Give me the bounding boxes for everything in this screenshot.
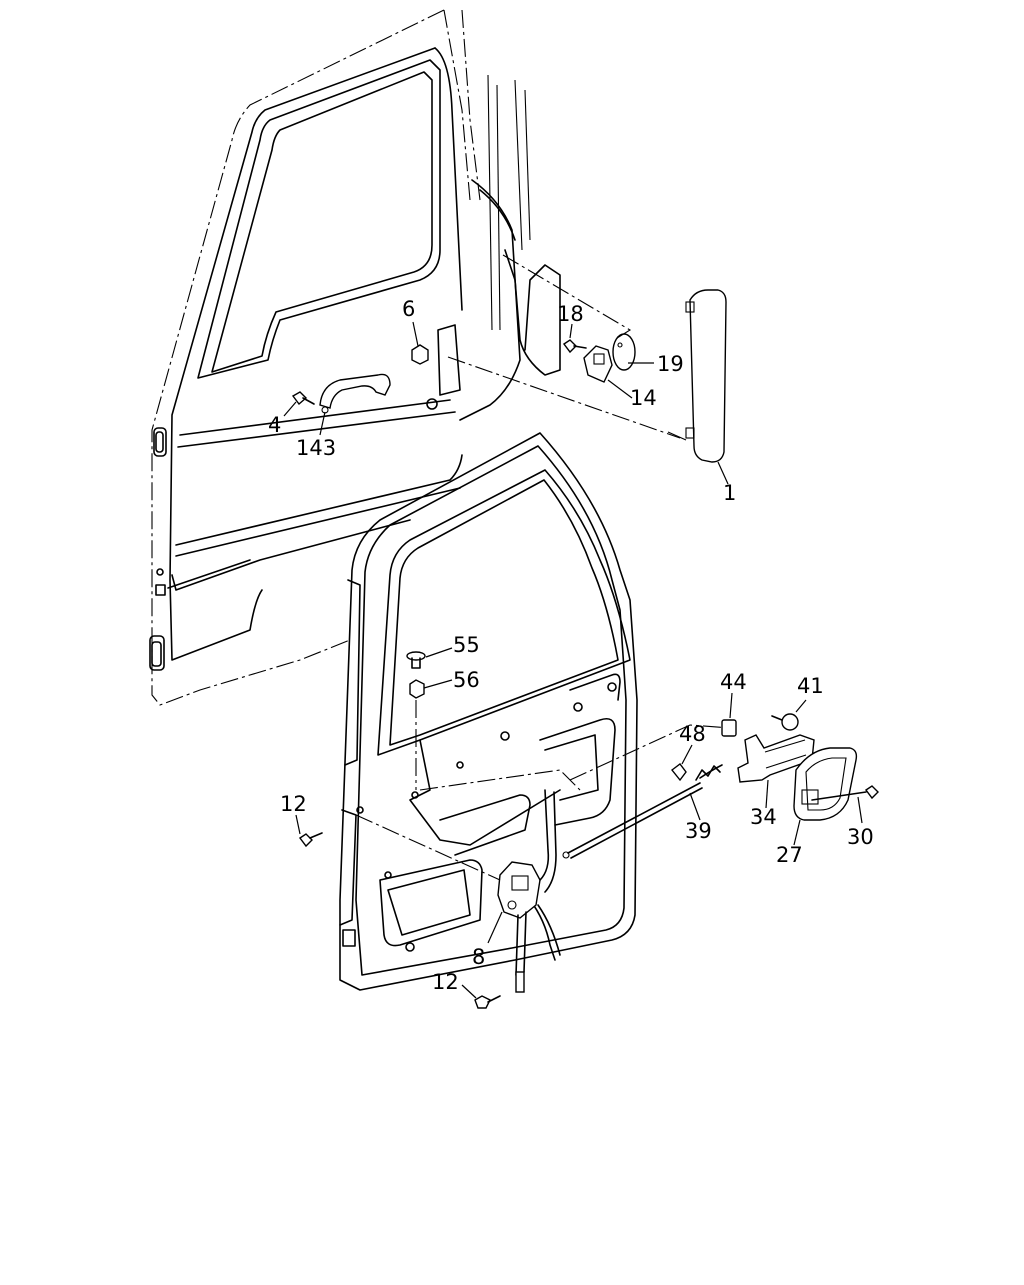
callout-48: 48 xyxy=(679,722,706,746)
leader-lines xyxy=(283,321,863,999)
bolt-12-left xyxy=(298,832,323,848)
callout-12-left: 12 xyxy=(280,792,307,816)
striker-14 xyxy=(583,345,613,383)
b-pillar xyxy=(487,74,561,376)
bolt-4 xyxy=(291,391,315,406)
callout-30: 30 xyxy=(847,825,874,849)
bolt-18 xyxy=(562,339,587,354)
callout-27: 27 xyxy=(776,843,803,867)
callout-8: 8 xyxy=(472,945,485,969)
callout-55: 55 xyxy=(453,633,480,657)
inner-door-panel xyxy=(339,432,638,991)
callout-12-lower: 12 xyxy=(432,970,459,994)
clip-48 xyxy=(671,763,687,782)
callout-44: 44 xyxy=(720,670,747,694)
callout-56: 56 xyxy=(453,668,480,692)
rod-39 xyxy=(562,764,723,859)
callout-143: 143 xyxy=(296,436,336,460)
outside-handle-143 xyxy=(319,373,391,414)
callout-14: 14 xyxy=(630,386,657,410)
nut-44 xyxy=(721,719,737,737)
bracket-34 xyxy=(737,734,815,783)
callout-18: 18 xyxy=(557,302,584,326)
callout-labels: 6 18 19 14 4 143 1 55 56 44 41 48 12 39 … xyxy=(268,297,874,994)
bolt-55 xyxy=(406,651,426,669)
callout-19: 19 xyxy=(657,352,684,376)
callout-6: 6 xyxy=(402,297,415,321)
callout-34: 34 xyxy=(750,805,777,829)
callout-41: 41 xyxy=(797,674,824,698)
callout-4: 4 xyxy=(268,413,281,437)
bolt-12-lower xyxy=(474,995,501,1009)
lock-assembly-8 xyxy=(497,789,557,993)
outer-door-panel xyxy=(149,9,521,706)
nut-6 xyxy=(411,344,429,365)
trim-1 xyxy=(667,289,727,463)
callout-1: 1 xyxy=(723,481,736,505)
inside-handle-27 xyxy=(793,747,858,821)
screw-30 xyxy=(811,785,879,801)
screw-41 xyxy=(771,713,799,731)
grommet-56 xyxy=(409,679,425,699)
shim-19 xyxy=(612,333,636,371)
callout-39: 39 xyxy=(685,819,712,843)
